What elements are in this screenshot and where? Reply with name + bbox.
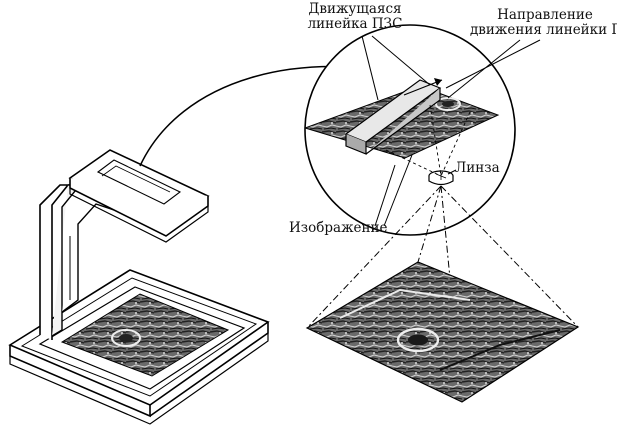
moving-ccd-label-line1: Движущаяся [308,1,402,17]
direction-label-line2: движения линейки ПЗС [470,22,617,38]
light-rays [385,104,471,177]
magnified-view [304,24,516,236]
projected-image [305,261,580,403]
scanner-base [8,269,270,425]
direction-arrow [403,78,443,96]
moving-ccd-label-line2: линейка ПЗС [307,16,403,32]
direction-label: Направление движения линейки ПЗС [470,8,617,38]
moving-ccd-label: Движущаяся линейка ПЗС [300,2,410,32]
scanner-head [68,149,210,243]
ccd-bar [344,79,442,155]
lens-label: Линза [455,160,500,176]
leader-lines [361,35,541,227]
direction-label-line1: Направление [497,7,593,23]
image-label: Изображение [289,220,388,236]
